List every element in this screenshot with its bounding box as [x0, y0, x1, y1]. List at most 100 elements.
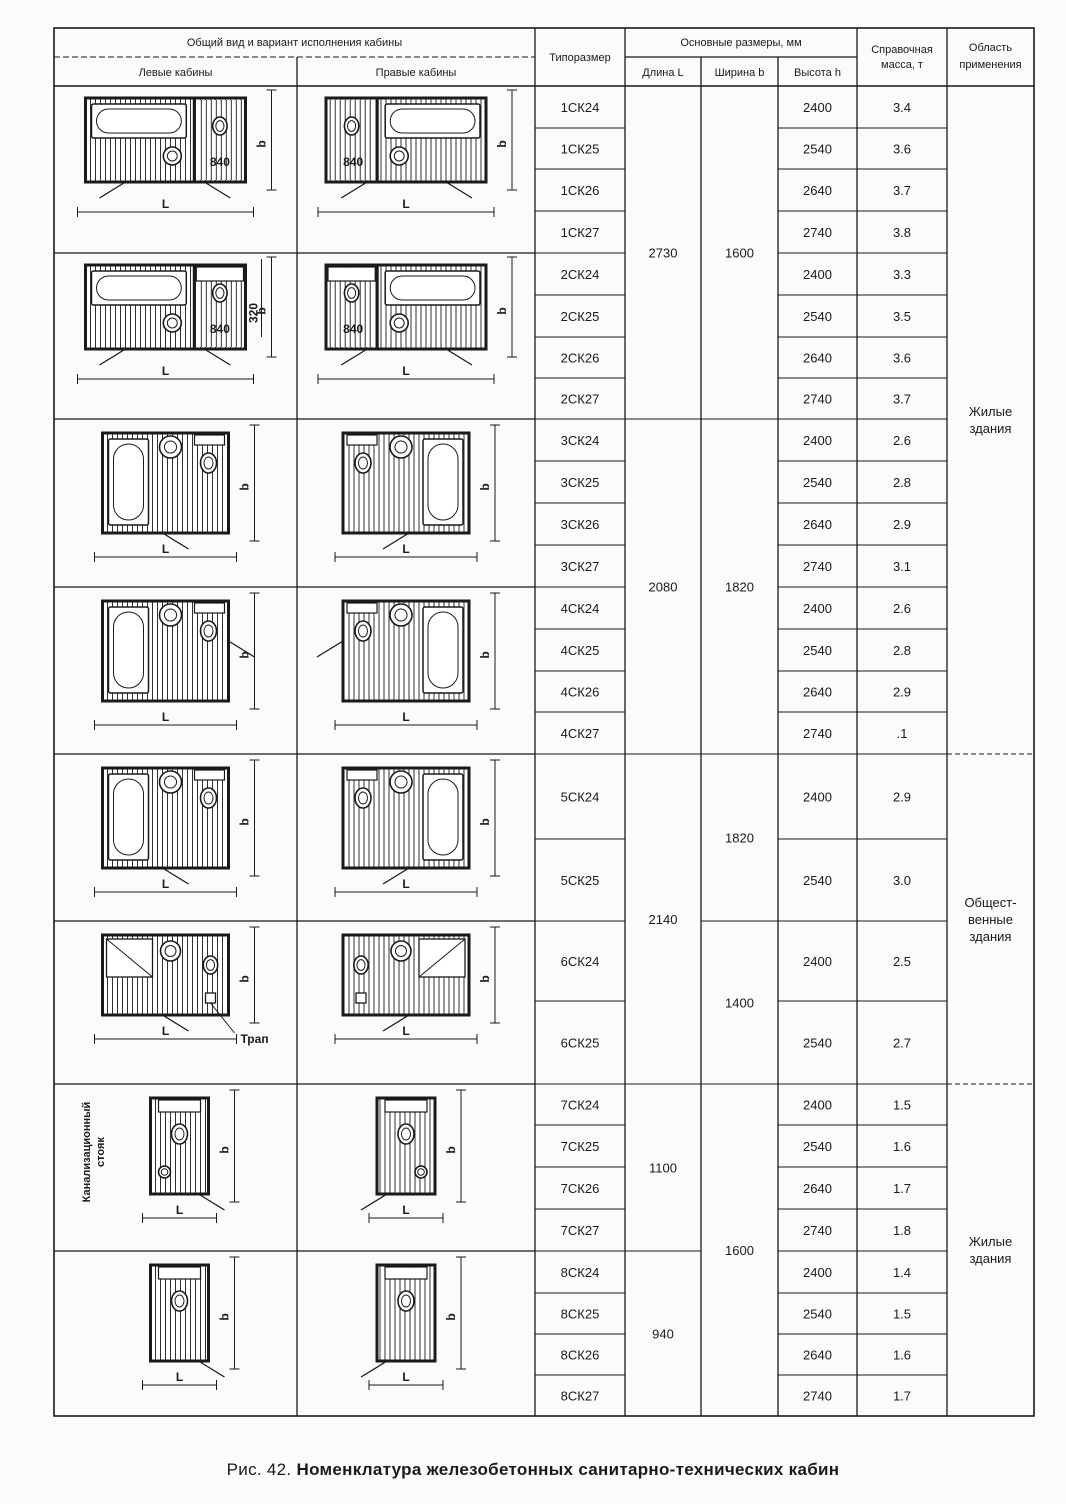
- length-cell: 940: [652, 1327, 674, 1342]
- door-leaf: [316, 640, 344, 658]
- toilet-bowl: [401, 1294, 411, 1308]
- installation-box: [193, 434, 226, 446]
- mass-cell: 3.1: [893, 559, 911, 574]
- left-cabin-plan-8: Lb: [142, 1256, 240, 1390]
- type-size-cell: 1СК25: [561, 142, 600, 157]
- bathtub-inner: [113, 778, 144, 856]
- type-size-cell: 7СК26: [561, 1181, 600, 1196]
- length-cell: 2140: [649, 912, 678, 927]
- type-size-cell: 5СК24: [561, 790, 600, 805]
- toilet-icon: [354, 620, 372, 642]
- plan-body: [341, 431, 471, 550]
- dimension-b-label: b: [218, 1146, 232, 1153]
- left-cabin-plan-3: Lb: [94, 424, 260, 562]
- sink-icon: [162, 313, 183, 333]
- door-leaf: [162, 1014, 189, 1032]
- dimension-L-label: L: [402, 877, 409, 891]
- toilet-icon: [199, 620, 218, 642]
- dimension-L-label: L: [162, 542, 169, 556]
- area-cell-line: здания: [970, 929, 1012, 944]
- type-size-cell: 2СК25: [561, 309, 600, 324]
- toilet-icon: [211, 283, 228, 303]
- right-cabin-plan-4: Lb: [316, 592, 500, 730]
- toilet-bowl: [356, 959, 366, 971]
- bathtub-icon: [384, 103, 481, 139]
- wc-compartment: [328, 100, 376, 180]
- drain-icon: [355, 992, 367, 1004]
- height-cell: 2740: [803, 1223, 832, 1238]
- type-size-cell: 2СК27: [561, 392, 600, 407]
- door-leaf: [340, 348, 368, 366]
- right-cabin-plan-8: Lb: [360, 1256, 466, 1390]
- dimension-b-label: b: [238, 818, 252, 825]
- type-size-cell: 2СК24: [561, 267, 600, 282]
- dimension-b-label: b: [478, 483, 492, 490]
- door-leaf: [382, 1014, 410, 1032]
- type-size-cell: 4СК27: [561, 726, 600, 741]
- bathtub-icon: [90, 103, 188, 139]
- header-area-line: применения: [959, 59, 1021, 71]
- toilet-icon: [199, 452, 218, 474]
- width-cell: 1820: [725, 831, 754, 846]
- dimension-L-label: L: [162, 877, 169, 891]
- toilet-bowl: [203, 791, 214, 805]
- type-size-cell: 8СК24: [561, 1265, 600, 1280]
- toilet-bowl: [215, 120, 225, 132]
- cistern-niche: [195, 266, 245, 282]
- installation-box: [193, 769, 226, 781]
- toilet-icon: [170, 1123, 189, 1145]
- mass-cell: 1.8: [893, 1223, 911, 1238]
- sink-basin: [166, 150, 178, 162]
- dimension-L-label: L: [402, 1203, 409, 1217]
- mass-cell: 3.6: [893, 351, 911, 366]
- header-width: Ширина b: [715, 67, 765, 79]
- plan-body: [84, 96, 247, 199]
- plan-body: [324, 96, 488, 199]
- height-cell: 2400: [803, 954, 832, 969]
- sink-icon: [162, 146, 183, 166]
- door-leaf: [360, 1193, 388, 1211]
- mass-cell: 2.5: [893, 954, 911, 969]
- area-cell-line: Жилые: [969, 404, 1012, 419]
- door-leaf: [203, 181, 231, 199]
- riser-label: стояк: [95, 1137, 107, 1167]
- bathtub-inner: [389, 275, 476, 301]
- plan-body: [101, 599, 255, 703]
- type-size-cell: 8СК26: [561, 1348, 600, 1363]
- toilet-icon: [211, 116, 228, 136]
- mass-cell: .1: [897, 726, 908, 741]
- shower-diagonal: [418, 938, 466, 978]
- dimension-L-label: L: [402, 197, 409, 211]
- door-leaf: [445, 348, 473, 366]
- door-leaf: [228, 640, 255, 658]
- header-main-dims: Основные размеры, мм: [680, 37, 801, 49]
- length-cell: 2080: [649, 580, 678, 595]
- toilet-bowl: [215, 287, 225, 299]
- sink-basin: [163, 440, 178, 454]
- height-cell: 2540: [803, 475, 832, 490]
- area-cell-line: здания: [970, 1251, 1012, 1266]
- installation-box: [346, 434, 378, 446]
- toilet-bowl: [174, 1127, 185, 1141]
- type-size-cell: 3СК27: [561, 559, 600, 574]
- drain-icon: [204, 992, 217, 1004]
- drain-label: Трап: [240, 1032, 268, 1046]
- sink-icon: [157, 1165, 172, 1179]
- toilet-bowl: [358, 456, 368, 470]
- dimension-b-label: b: [238, 651, 252, 658]
- left-cabin-plan-5: Lb: [94, 759, 260, 897]
- length-cell: 1100: [649, 1161, 677, 1176]
- toilet-icon: [202, 955, 219, 975]
- plan-body: [324, 263, 488, 366]
